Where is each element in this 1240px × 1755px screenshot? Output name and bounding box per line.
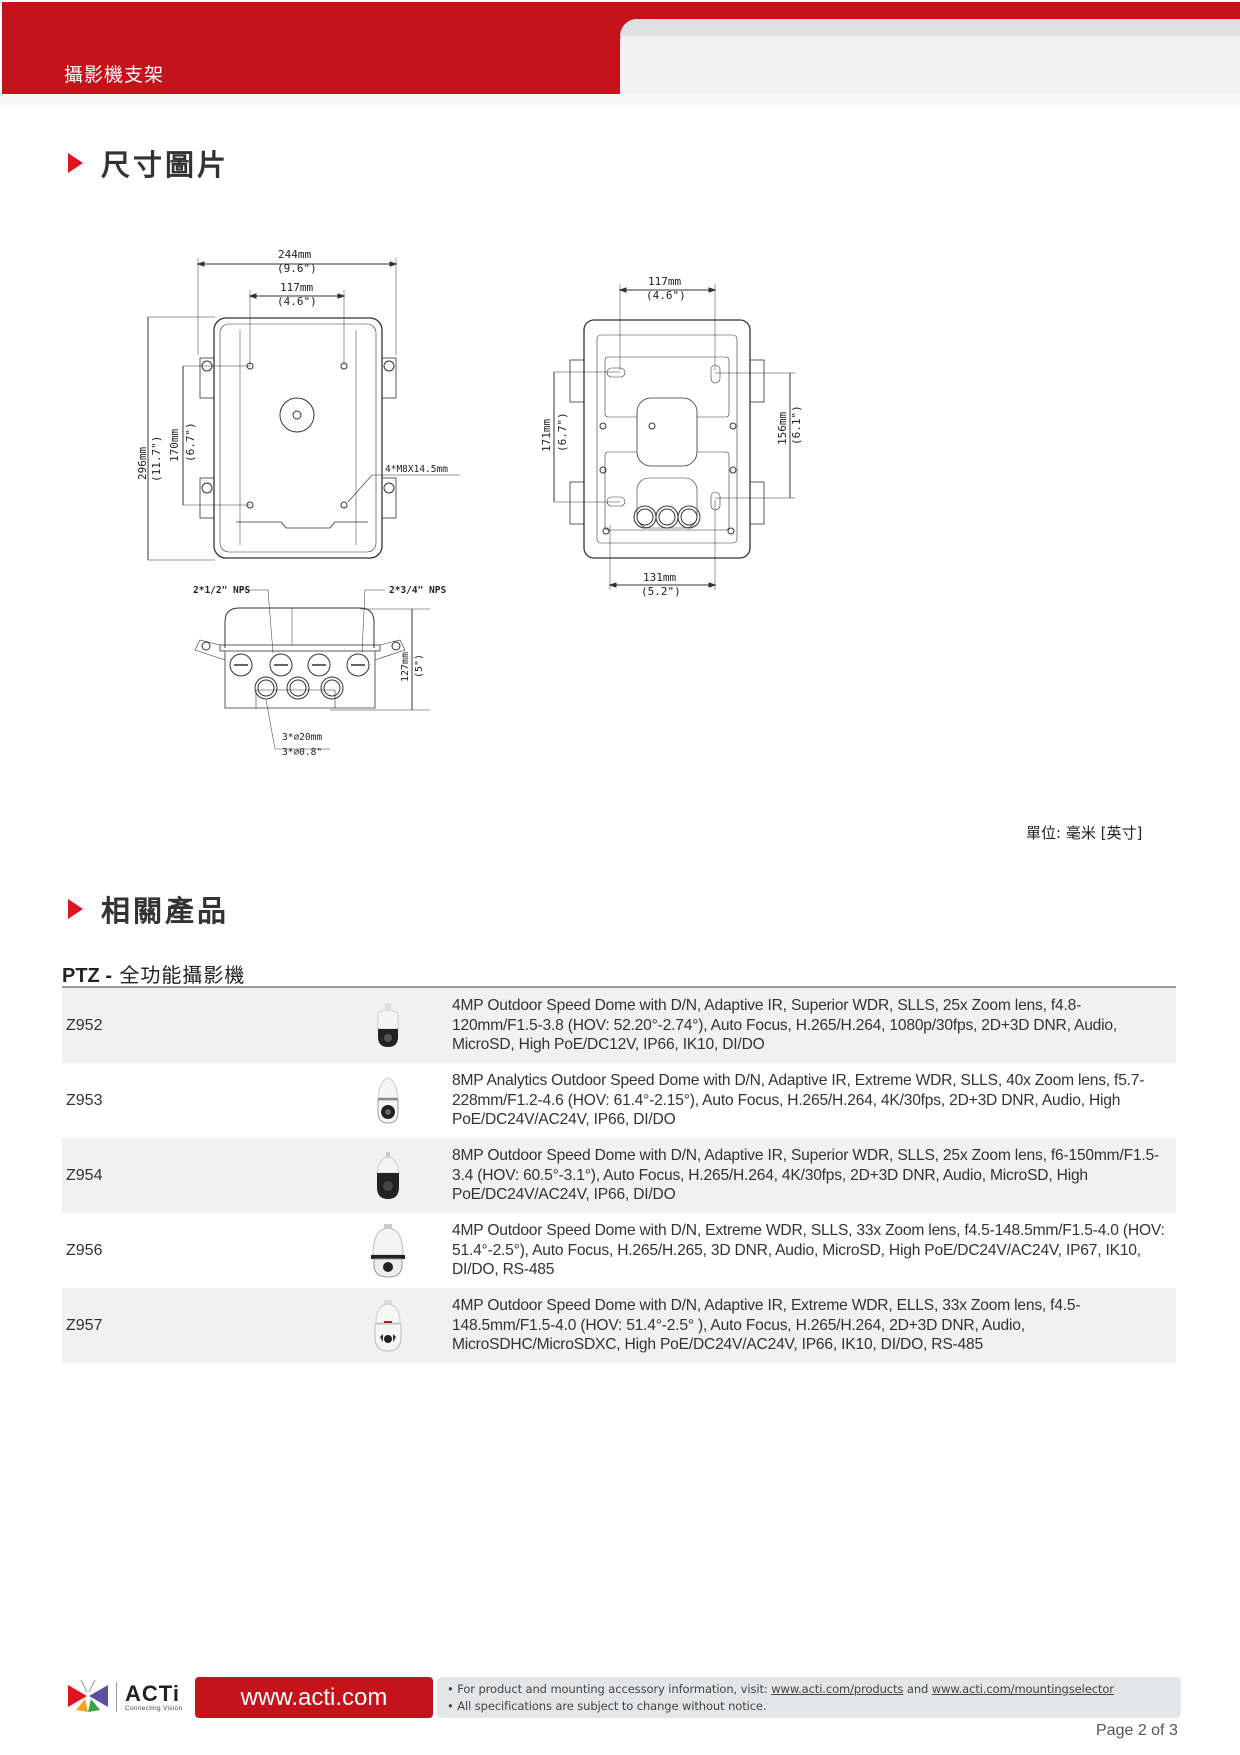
section-heading-related: 相關產品	[68, 888, 229, 930]
holes-mm-label: 3*⌀20mm	[282, 732, 322, 743]
camera-large-dome-icon	[371, 1223, 405, 1278]
product-image	[324, 1063, 452, 1138]
product-description: 8MP Outdoor Speed Dome with D/N, Adaptiv…	[452, 1147, 1159, 1204]
dim-width-total: 244mm	[278, 248, 311, 261]
product-image	[324, 1288, 452, 1363]
product-image	[324, 1138, 452, 1213]
logo-text: ACTi Connecting Vision	[125, 1680, 183, 1712]
logo-brand: ACTi	[125, 1680, 180, 1706]
product-category-title: PTZ - 全功能攝影機	[62, 959, 245, 988]
website-link-button[interactable]: www.acti.com	[195, 1677, 433, 1718]
dim-width-top: 117mm	[648, 275, 681, 288]
product-model[interactable]: Z954	[66, 1166, 103, 1184]
dim-height-holes: 170mm	[168, 429, 181, 462]
footer-note-line1: • For product and mounting accessory inf…	[447, 1681, 1171, 1698]
page-category-title: 攝影機支架	[64, 64, 165, 86]
category-label-bold: PTZ -	[62, 965, 112, 987]
dim-width-bottom: 131mm	[643, 571, 676, 584]
camera-ir-dome-icon	[374, 1299, 402, 1352]
dim-width-total-in: (9.6")	[277, 262, 317, 275]
acti-logo[interactable]: ACTi Connecting Vision	[68, 1680, 182, 1714]
port-right-label: 2*3/4" NPS	[389, 585, 446, 596]
product-description: 4MP Outdoor Speed Dome with D/N, Extreme…	[452, 1222, 1165, 1279]
dim-width-holes: 117mm	[280, 281, 313, 294]
dim-height: 127mm	[400, 652, 411, 682]
acti-butterfly-logo-icon	[68, 1680, 108, 1712]
bottom-view-drawing: 2*1/2" NPS 2*3/4" NPS 127mm (5") 3*⌀20mm…	[193, 585, 446, 758]
camera-dark-lens-icon	[377, 1002, 399, 1047]
footer-note-line2: • All specifications are subject to chan…	[447, 1699, 767, 1713]
dim-width-top-in: (4.6")	[646, 289, 686, 302]
product-model[interactable]: Z957	[66, 1316, 103, 1334]
front-view-drawing: 244mm (9.6") 117mm (4.6") 4*M8X14.5mm 29…	[136, 248, 460, 561]
camera-white-icon	[377, 1076, 399, 1124]
product-description: 8MP Analytics Outdoor Speed Dome with D/…	[452, 1072, 1145, 1129]
products-link[interactable]: www.acti.com/products	[771, 1682, 904, 1696]
dim-height-left: 171mm	[540, 419, 553, 452]
product-description: 4MP Outdoor Speed Dome with D/N, Adaptiv…	[452, 1297, 1081, 1354]
note-prefix: • For product and mounting accessory inf…	[447, 1682, 772, 1696]
holes-in-label: 3*⌀0.8"	[282, 747, 322, 758]
back-view-drawing: 117mm (4.6") 131mm (5.2") 171mm (6.7") 1…	[540, 275, 803, 598]
port-left-label: 2*1/2" NPS	[193, 585, 250, 596]
category-label-cn: 全功能攝影機	[112, 963, 246, 987]
dim-height-holes-in: (6.7")	[184, 422, 197, 462]
mounting-selector-link[interactable]: www.acti.com/mountingselector	[931, 1682, 1114, 1696]
dim-width-bottom-in: (5.2")	[641, 585, 681, 598]
header-underline	[0, 94, 1240, 105]
dim-height-right: 156mm	[776, 412, 789, 445]
logo-divider	[116, 1682, 117, 1712]
dim-height-left-in: (6.7")	[556, 412, 569, 452]
section-heading-dimensions: 尺寸圖片	[68, 142, 229, 184]
dim-height-total: 296mm	[136, 447, 149, 480]
page-number: Page 2 of 3	[1096, 1722, 1178, 1739]
logo-tagline: Connecting Vision	[125, 1704, 183, 1712]
dim-height-right-in: (6.1")	[790, 405, 803, 445]
note-and: and	[903, 1682, 932, 1696]
product-image	[324, 1213, 452, 1288]
table-row: Z956 4MP Outdoor Speed Dome with D/N, Ex…	[62, 1213, 1176, 1288]
table-row: Z953 8MP Analytics Outdoor Speed Dome wi…	[62, 1063, 1176, 1138]
section-title: 尺寸圖片	[101, 148, 230, 182]
camera-dark-lens-icon	[376, 1151, 400, 1199]
section-title: 相關產品	[101, 894, 230, 928]
dim-width-holes-in: (4.6")	[277, 295, 317, 308]
dim-height-in: (5")	[414, 654, 425, 678]
footer-note: • For product and mounting accessory inf…	[437, 1677, 1181, 1718]
product-description: 4MP Outdoor Speed Dome with D/N, Adaptiv…	[452, 997, 1118, 1054]
table-row: Z952 4MP Outdoor Speed Dome with D/N, Ad…	[62, 988, 1176, 1063]
screw-label: 4*M8X14.5mm	[385, 464, 448, 475]
table-row: Z957 4MP Outdoor Speed Dome with D/N, Ad…	[62, 1288, 1176, 1363]
product-image	[324, 988, 452, 1063]
product-model[interactable]: Z953	[66, 1091, 103, 1109]
product-table: Z952 4MP Outdoor Speed Dome with D/N, Ad…	[62, 986, 1176, 1363]
units-note: 單位: 毫米 [英寸]	[1026, 824, 1143, 842]
dim-height-total-in: (11.7")	[150, 436, 163, 482]
product-model[interactable]: Z956	[66, 1241, 103, 1259]
triangle-bullet-icon	[68, 899, 83, 919]
triangle-bullet-icon	[68, 153, 83, 173]
header-tab-edge	[620, 19, 1240, 36]
table-row: Z954 8MP Outdoor Speed Dome with D/N, Ad…	[62, 1138, 1176, 1213]
product-model[interactable]: Z952	[66, 1016, 103, 1034]
